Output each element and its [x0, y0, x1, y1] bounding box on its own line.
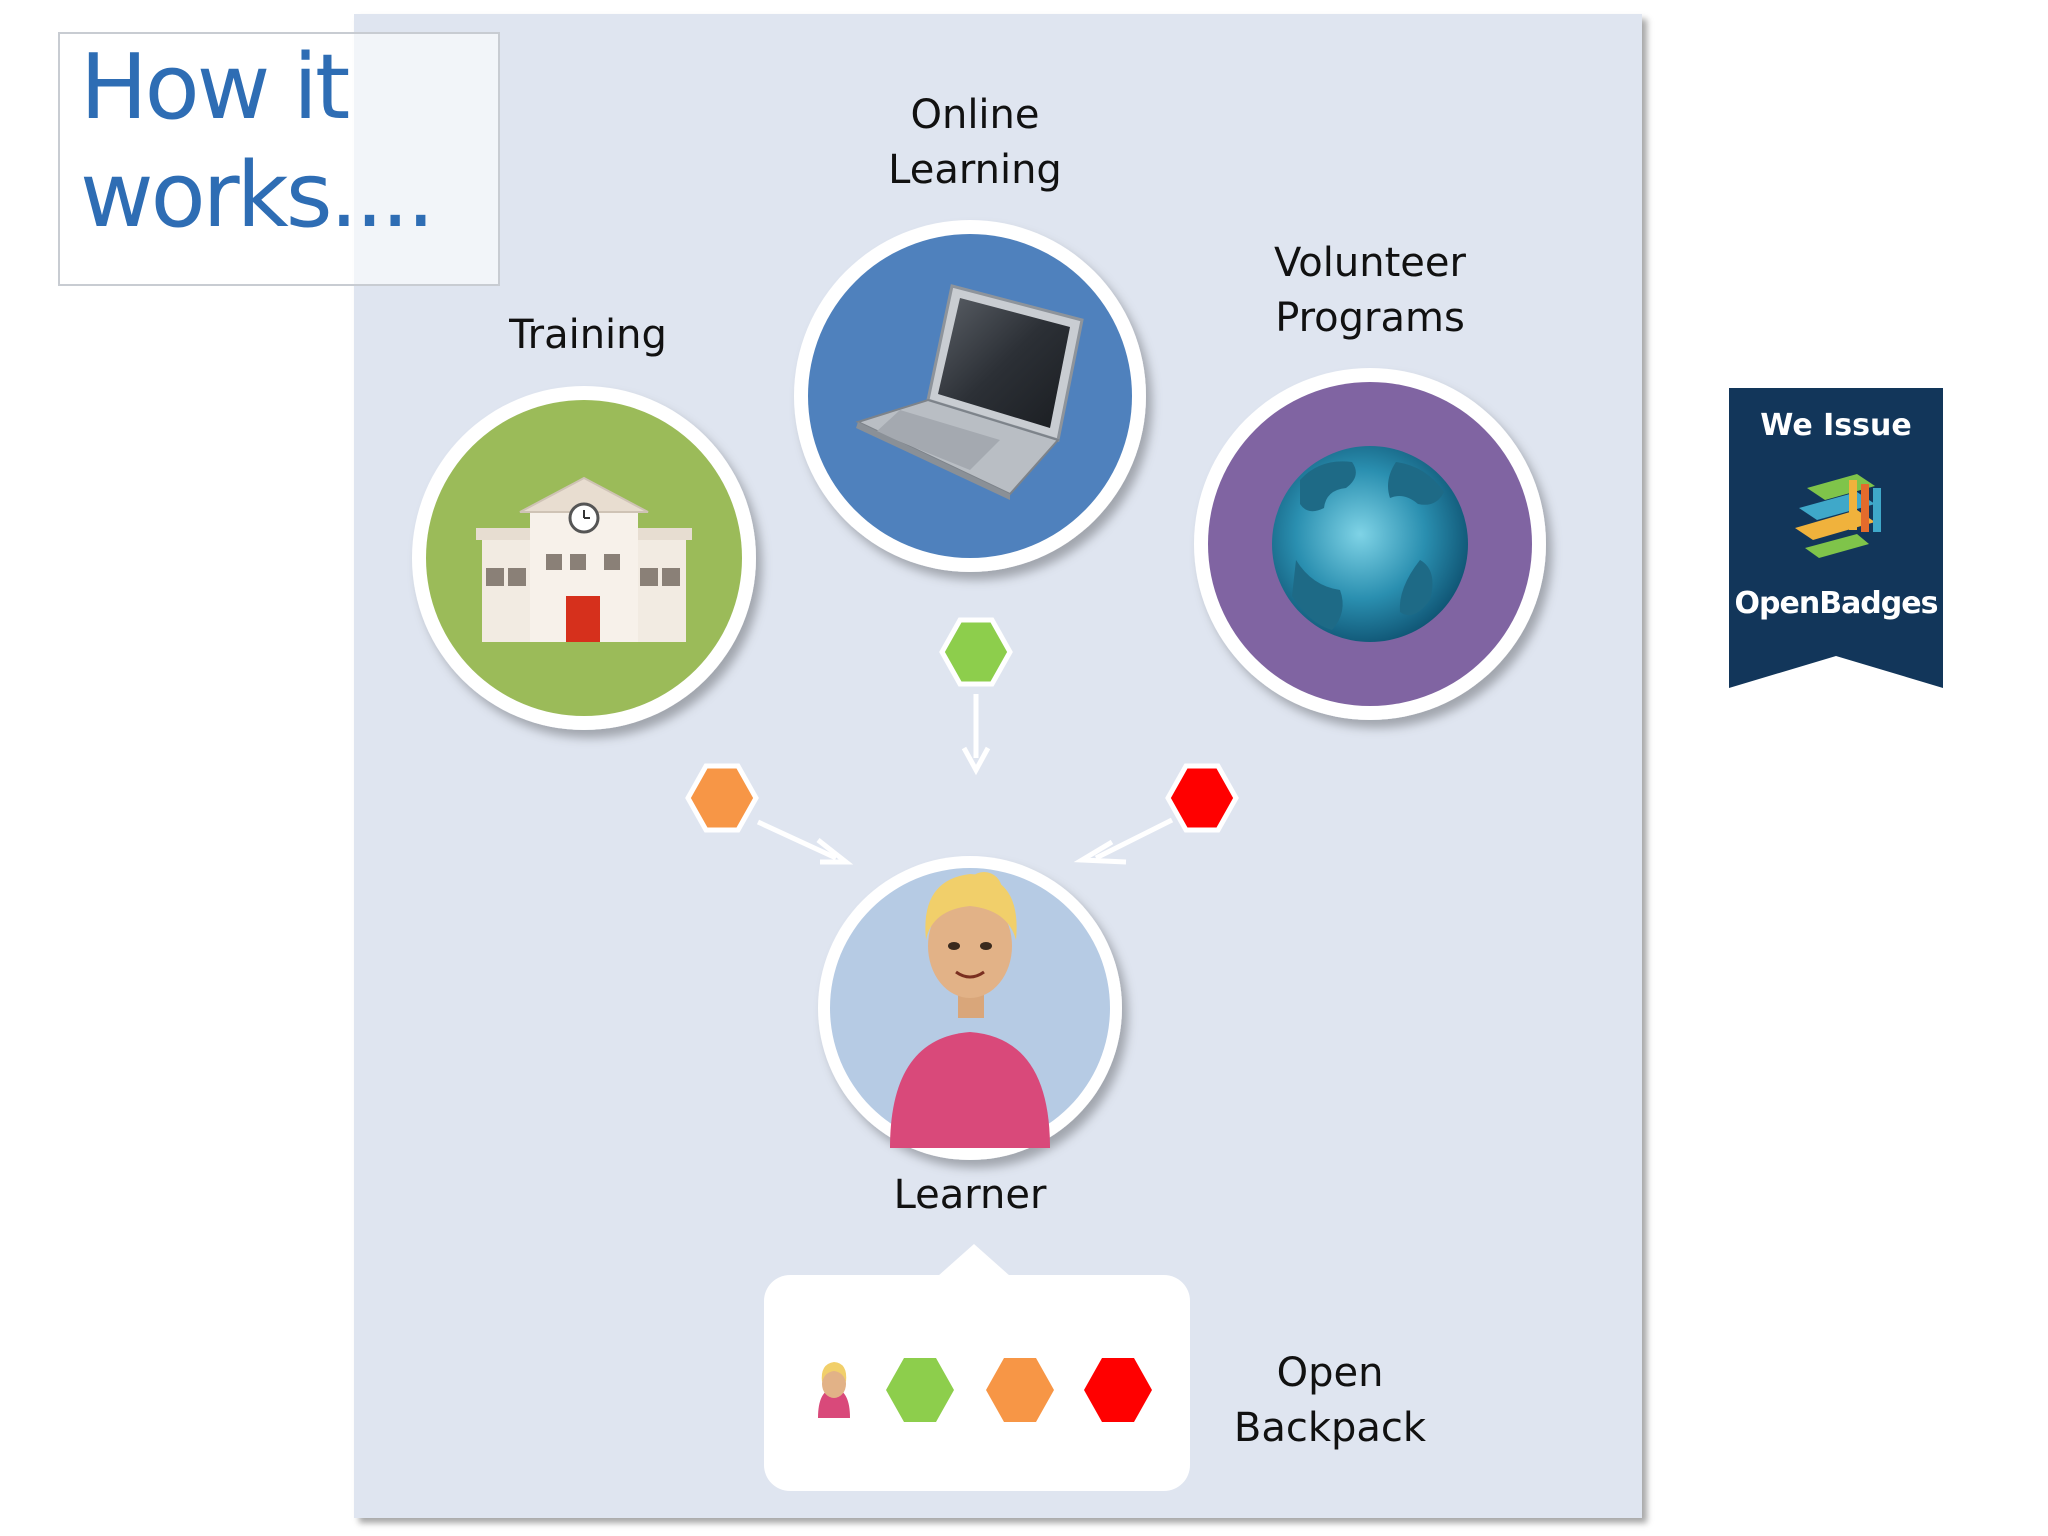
slide-title: How it works....: [80, 35, 435, 248]
training-label: Training: [509, 312, 667, 358]
globe-icon: [1272, 446, 1468, 642]
title-box: How it works....: [58, 32, 500, 286]
online-learning-node: [794, 220, 1146, 572]
learner-node: [818, 856, 1122, 1160]
laptop-icon: [855, 284, 1084, 500]
volunteer-programs-label: Volunteer Programs: [1274, 240, 1466, 341]
backpack-pointer: [938, 1244, 1010, 1276]
orange-badge-icon: [685, 763, 759, 833]
ribbon-top-text: We Issue: [1760, 408, 1912, 443]
learner-label: Learner: [893, 1172, 1047, 1218]
arrow-training-to-learner: [756, 819, 854, 865]
arrow-volunteer-to-learner: [1073, 817, 1174, 865]
red-badge-icon: [1165, 763, 1239, 833]
we-issue-openbadges-ribbon: We Issue OpenBadges: [1729, 388, 1943, 688]
online-learning-label: Online Learning: [888, 92, 1062, 193]
backpack-avatar-icon: [818, 1362, 850, 1418]
backpack-green-badge-icon: [886, 1358, 954, 1422]
school-building-icon: [476, 476, 692, 642]
backpack-red-badge-icon: [1084, 1358, 1152, 1422]
training-node: [412, 386, 756, 730]
green-badge-icon: [939, 617, 1013, 687]
backpack-orange-badge-icon: [986, 1358, 1054, 1422]
open-backpack-label: Open Backpack: [1233, 1350, 1427, 1451]
ribbon-bottom-text: OpenBadges: [1734, 586, 1939, 621]
volunteer-programs-node: [1194, 368, 1546, 720]
openbadges-logo-icon: [1795, 474, 1881, 558]
arrow-online-to-learner: [961, 694, 991, 776]
learner-avatar-icon: [890, 872, 1050, 1148]
